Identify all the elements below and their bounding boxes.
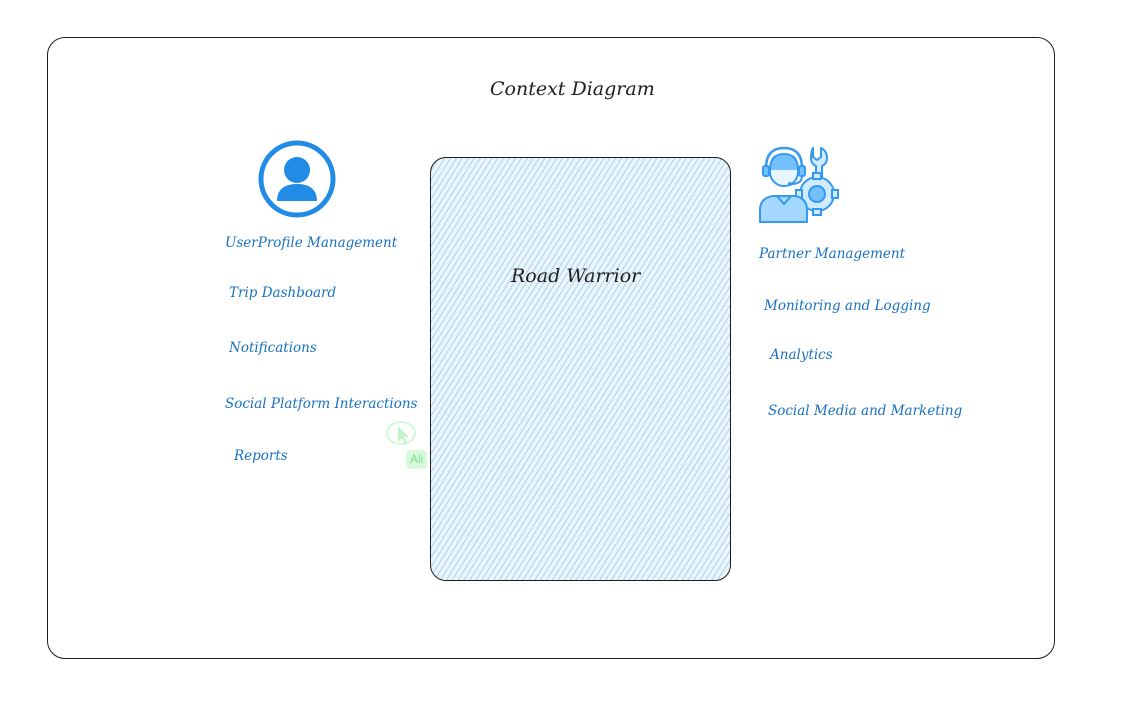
user-feature-social-platform-interactions[interactable]: Social Platform Interactions — [225, 396, 418, 412]
user-feature-notifications[interactable]: Notifications — [229, 340, 317, 356]
user-feature-userprofile-management[interactable]: UserProfile Management — [225, 235, 398, 251]
partner-feature-partner-management[interactable]: Partner Management — [759, 246, 905, 262]
diagram-frame[interactable] — [47, 37, 1055, 659]
system-box[interactable] — [430, 157, 731, 581]
collaborator-name-tag: Ali — [406, 450, 428, 469]
user-icon[interactable] — [257, 139, 337, 219]
diagram-title[interactable]: Context Diagram — [490, 78, 655, 100]
partner-feature-monitoring-and-logging[interactable]: Monitoring and Logging — [764, 298, 931, 314]
user-feature-trip-dashboard[interactable]: Trip Dashboard — [229, 285, 337, 301]
partner-feature-analytics[interactable]: Analytics — [770, 347, 833, 363]
user-feature-reports[interactable]: Reports — [234, 448, 288, 464]
support-agent-gear-icon[interactable] — [755, 142, 843, 226]
partner-feature-social-media-and-marketing[interactable]: Social Media and Marketing — [768, 403, 963, 419]
collaborator-cursor-icon — [386, 421, 416, 445]
system-label[interactable]: Road Warrior — [511, 265, 641, 287]
